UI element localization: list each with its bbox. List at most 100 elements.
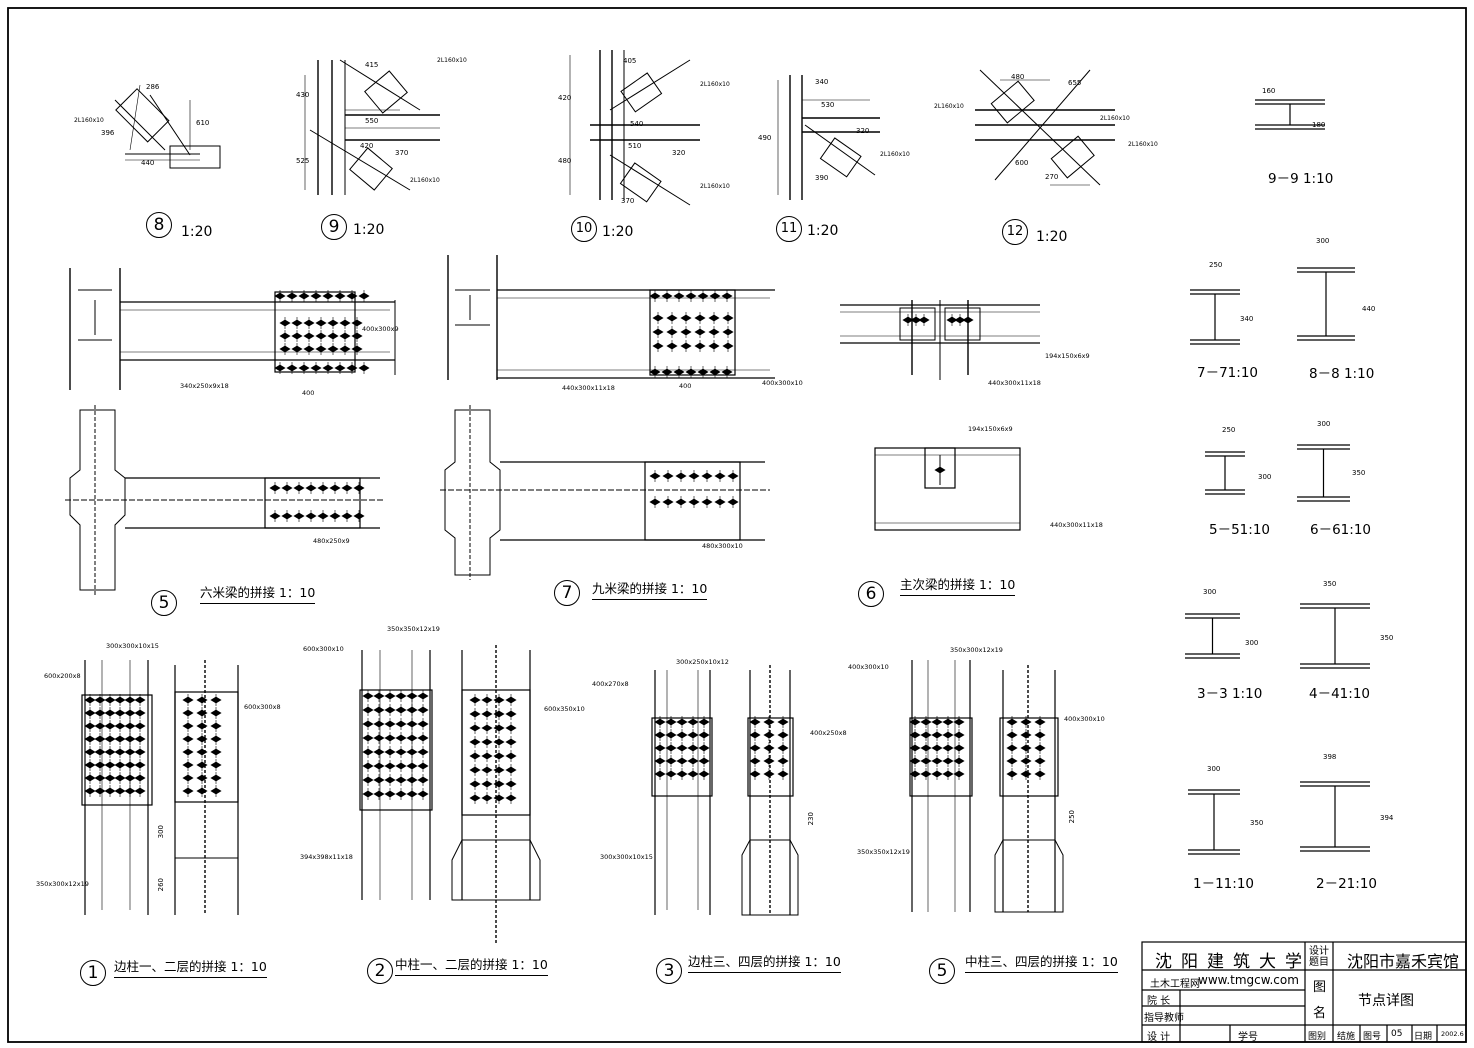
- detail-10-marker: 10: [571, 216, 597, 242]
- bolt: [665, 768, 677, 780]
- tb-dean: 院 长: [1147, 996, 1171, 1007]
- sec-1-h: 350: [1250, 819, 1264, 827]
- bolt: [666, 312, 678, 324]
- tb-date: 2002.6: [1441, 1030, 1464, 1038]
- bolt: [909, 729, 921, 741]
- bolt: [384, 774, 396, 786]
- bolt: [322, 290, 334, 302]
- bolt: [694, 340, 706, 352]
- tb-advisor: 指导教师: [1144, 1013, 1184, 1024]
- bolt: [358, 362, 370, 374]
- tb-designer: 设 计: [1147, 1032, 1171, 1043]
- bolt: [84, 746, 96, 758]
- bolt: [94, 772, 106, 784]
- bolt: [661, 366, 673, 378]
- sec-7-h: 340: [1240, 315, 1254, 323]
- bolt: [962, 314, 974, 326]
- bmain-main: 440x300x11x18: [988, 379, 1041, 387]
- bolt: [673, 366, 685, 378]
- bolt: [395, 732, 407, 744]
- bolt: [210, 772, 222, 784]
- bolt: [353, 482, 365, 494]
- bolt: [196, 746, 208, 758]
- bolt: [182, 772, 194, 784]
- title-block-lines: [1141, 941, 1467, 1043]
- bolt: [654, 768, 666, 780]
- bolt: [505, 750, 517, 762]
- splice-6m-elev: [65, 405, 385, 595]
- bolt: [196, 733, 208, 745]
- bolt: [114, 772, 126, 784]
- bolt: [84, 759, 96, 771]
- bolt: [373, 718, 385, 730]
- bolt: [293, 510, 305, 522]
- bolt: [305, 482, 317, 494]
- bolt: [94, 785, 106, 797]
- sec-9-w: 160: [1262, 87, 1276, 95]
- bolt: [953, 768, 965, 780]
- bolt: [293, 482, 305, 494]
- bolt: [505, 722, 517, 734]
- splice-main-title: 主次梁的拼接 1：10: [900, 574, 1016, 596]
- bolt: [362, 732, 374, 744]
- bolt: [909, 742, 921, 754]
- bolt: [749, 755, 761, 767]
- bolt: [84, 772, 96, 784]
- bolt: [481, 722, 493, 734]
- bolt: [666, 326, 678, 338]
- bolt: [373, 746, 385, 758]
- bolt: [469, 778, 481, 790]
- column-3-title: 边柱三、四层的拼接 1：10: [688, 951, 841, 973]
- section-9-9-label: 9－9 1:10: [1268, 171, 1334, 187]
- bolt: [134, 733, 146, 745]
- bolt: [777, 729, 789, 741]
- splice-9m-plan: [447, 255, 775, 380]
- bolt: [104, 707, 116, 719]
- bolt-symbols: [84, 290, 1046, 804]
- bolt: [763, 742, 775, 754]
- c4-column-bottom: 350x350x12x19: [857, 848, 910, 856]
- d11-dim-320: 320: [856, 127, 870, 135]
- bolt: [94, 733, 106, 745]
- splice-9m-title: 九米梁的拼接 1：10: [592, 578, 708, 600]
- sec-4-h: 350: [1380, 634, 1394, 642]
- bolt: [652, 312, 664, 324]
- bolt: [493, 778, 505, 790]
- bolt: [469, 708, 481, 720]
- b9m-flange-plate: 480x300x10: [702, 542, 743, 550]
- tb-category-label: 图别: [1308, 1032, 1327, 1042]
- d12-member-left: 2L160x10: [934, 103, 964, 110]
- detail-9-marker: 9: [321, 214, 347, 240]
- bolt: [286, 362, 298, 374]
- bolt: [210, 694, 222, 706]
- bolt: [196, 772, 208, 784]
- bolt: [373, 704, 385, 716]
- bolt: [666, 340, 678, 352]
- bolt: [662, 470, 674, 482]
- bolt: [481, 750, 493, 762]
- bolt: [351, 343, 363, 355]
- bolt: [182, 707, 194, 719]
- bolt: [84, 707, 96, 719]
- bolt: [722, 326, 734, 338]
- bolt: [697, 366, 709, 378]
- b9m-dim-400: 400: [679, 382, 692, 390]
- i-section-shape: [1205, 451, 1245, 495]
- bolt: [909, 755, 921, 767]
- bolt: [698, 729, 710, 741]
- sec-2-w: 398: [1323, 753, 1337, 761]
- sec-9-h: 180: [1312, 121, 1326, 129]
- c4-column-top: 350x300x12x19: [950, 646, 1003, 654]
- bolt: [505, 736, 517, 748]
- bolt: [714, 470, 726, 482]
- bolt: [210, 785, 222, 797]
- bolt: [334, 290, 346, 302]
- bolt: [481, 708, 493, 720]
- bolt: [493, 722, 505, 734]
- c2-column-top: 350x350x12x19: [387, 625, 440, 633]
- bolt: [1020, 742, 1032, 754]
- bolt: [274, 290, 286, 302]
- bolt: [182, 785, 194, 797]
- bolt: [196, 785, 208, 797]
- tb-project: 沈阳市嘉禾宾馆: [1347, 952, 1460, 971]
